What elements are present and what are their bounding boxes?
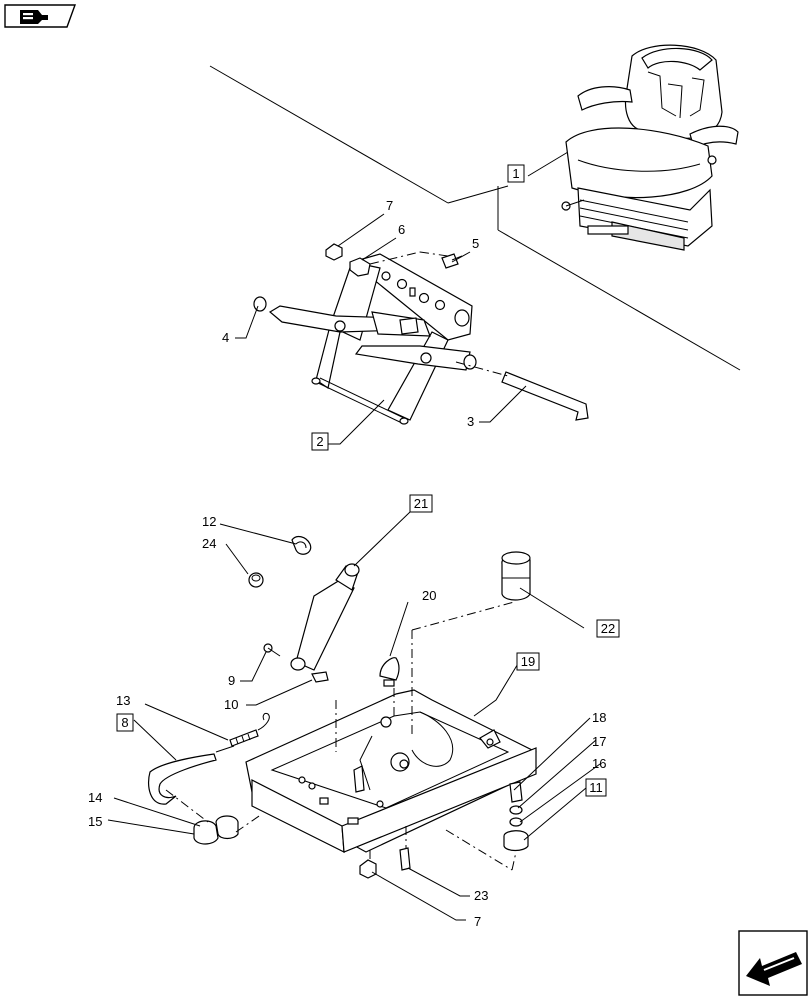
- callout-16[interactable]: 16: [592, 756, 606, 771]
- bump-stop-drawing[interactable]: [501, 551, 531, 601]
- previous-page-arrow-icon: [746, 952, 802, 986]
- callout-box-22[interactable]: 22: [596, 619, 620, 638]
- alignment-guides-lower: [165, 601, 517, 871]
- callout-18[interactable]: 18: [592, 710, 606, 725]
- callout-15[interactable]: 15: [88, 814, 102, 829]
- catalog-home-badge[interactable]: [4, 4, 76, 28]
- callout-leader-lines: [107, 213, 601, 921]
- callout-20[interactable]: 20: [422, 588, 436, 603]
- callout-4[interactable]: 4: [222, 330, 229, 345]
- svg-text:19: 19: [521, 654, 535, 669]
- callout-9[interactable]: 9: [228, 673, 235, 688]
- callout-box-8[interactable]: 8: [116, 713, 134, 732]
- callout-12[interactable]: 12: [202, 514, 216, 529]
- seat-assembly-drawing[interactable]: [561, 44, 739, 251]
- callout-3[interactable]: 3: [467, 414, 474, 429]
- callout-box-11[interactable]: 11: [585, 778, 607, 797]
- svg-text:21: 21: [414, 496, 428, 511]
- shock-absorber-drawing[interactable]: [263, 563, 360, 683]
- callout-7-bottom[interactable]: 7: [474, 914, 481, 929]
- callout-box-19[interactable]: 19: [516, 652, 540, 671]
- callout-14[interactable]: 14: [88, 790, 102, 805]
- upper-linkage-drawing[interactable]: [253, 243, 589, 425]
- callout-10[interactable]: 10: [224, 697, 238, 712]
- callout-5[interactable]: 5: [472, 236, 479, 251]
- assembly-guide-lines: [209, 65, 741, 371]
- lever-and-spring-drawing[interactable]: [147, 713, 270, 845]
- base-frame-drawing[interactable]: [245, 689, 537, 854]
- svg-text:2: 2: [316, 434, 323, 449]
- callout-6[interactable]: 6: [398, 222, 405, 237]
- callout-7-top[interactable]: 7: [386, 198, 393, 213]
- clip-and-bushing-drawing[interactable]: [248, 535, 312, 588]
- callout-17[interactable]: 17: [592, 734, 606, 749]
- callouts-boxed: 1 2 21 22 19 8 11: [116, 164, 620, 797]
- callout-24[interactable]: 24: [202, 536, 216, 551]
- callout-23[interactable]: 23: [474, 888, 488, 903]
- svg-text:8: 8: [121, 715, 128, 730]
- callout-box-2[interactable]: 2: [311, 432, 329, 451]
- callout-13[interactable]: 13: [116, 693, 130, 708]
- cone-pin-drawing[interactable]: [379, 657, 400, 687]
- callout-box-1[interactable]: 1: [507, 164, 525, 183]
- callouts-plain: 7 6 5 4 3 12 24 20 9 10 13 18 17 16 14 1…: [88, 198, 606, 929]
- svg-text:22: 22: [601, 621, 615, 636]
- fastener-stack-drawing[interactable]: [503, 781, 529, 852]
- previous-page-button[interactable]: [738, 930, 808, 996]
- tractor-book-icon: [20, 10, 48, 24]
- svg-text:11: 11: [589, 780, 603, 795]
- callout-box-21[interactable]: 21: [409, 494, 433, 513]
- svg-text:1: 1: [512, 166, 519, 181]
- bottom-fasteners-drawing[interactable]: [359, 847, 411, 879]
